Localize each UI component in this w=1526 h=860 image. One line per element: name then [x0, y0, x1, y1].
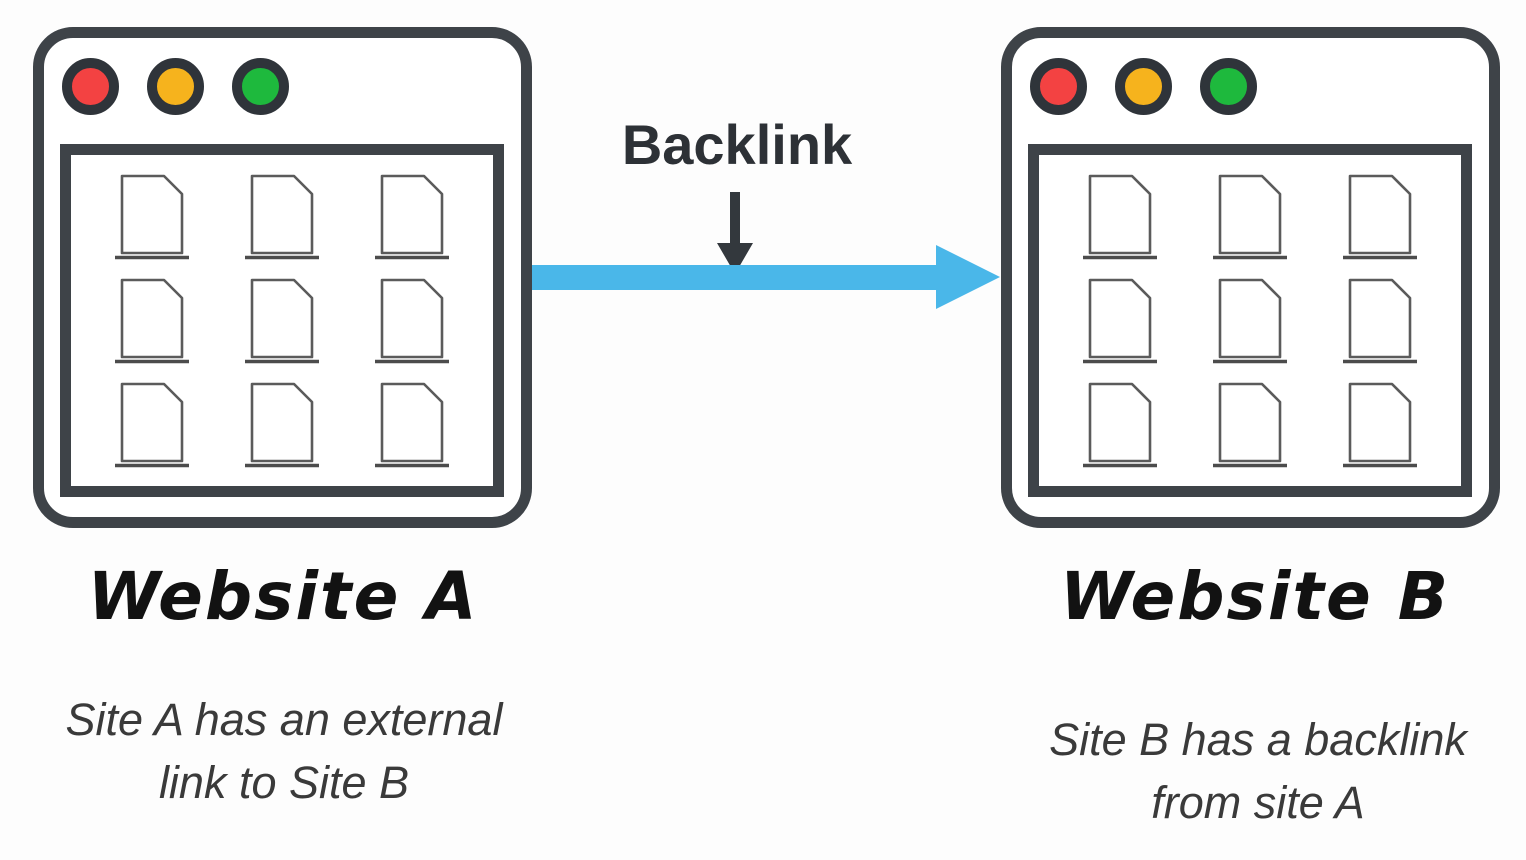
caption-line: Site A has an external [65, 694, 503, 745]
website-b-caption: Site B has a backlink from site A [988, 708, 1526, 834]
caption-line: Site B has a backlink [1049, 714, 1467, 765]
browser-window-a [33, 27, 532, 528]
page-icon [245, 173, 319, 261]
page-icon [1343, 173, 1417, 261]
page-icon [1083, 381, 1157, 469]
page-icon [375, 277, 449, 365]
website-a-caption: Site A has an external link to Site B [14, 688, 554, 814]
page-icon [375, 173, 449, 261]
page-icon [245, 277, 319, 365]
page-icon [375, 381, 449, 469]
red-dot-icon [1030, 58, 1087, 115]
green-dot-icon [1200, 58, 1257, 115]
caption-line: from site A [1151, 777, 1365, 828]
red-dot-icon [62, 58, 119, 115]
page-icon [1213, 277, 1287, 365]
website-b-title: Website B [1059, 558, 1451, 635]
page-icon [115, 173, 189, 261]
browser-window-b [1001, 27, 1500, 528]
titlebar-b [1030, 58, 1489, 115]
page-icon [115, 381, 189, 469]
content-frame-a [60, 144, 504, 497]
page-icon [1343, 381, 1417, 469]
page-icon [1343, 277, 1417, 365]
titlebar-a [62, 58, 521, 115]
page-icon [1213, 173, 1287, 261]
green-dot-icon [232, 58, 289, 115]
down-arrow-icon [716, 192, 754, 279]
page-icon [1083, 173, 1157, 261]
right-arrow-icon [936, 245, 1000, 309]
page-icon [1213, 381, 1287, 469]
yellow-dot-icon [1115, 58, 1172, 115]
backlink-arrow-shaft [532, 265, 937, 290]
caption-line: link to Site B [158, 757, 410, 808]
yellow-dot-icon [147, 58, 204, 115]
backlink-label: Backlink [621, 113, 853, 176]
website-a-title: Website A [87, 558, 479, 635]
content-frame-b [1028, 144, 1472, 497]
page-icon [245, 381, 319, 469]
page-icon [115, 277, 189, 365]
page-icon [1083, 277, 1157, 365]
